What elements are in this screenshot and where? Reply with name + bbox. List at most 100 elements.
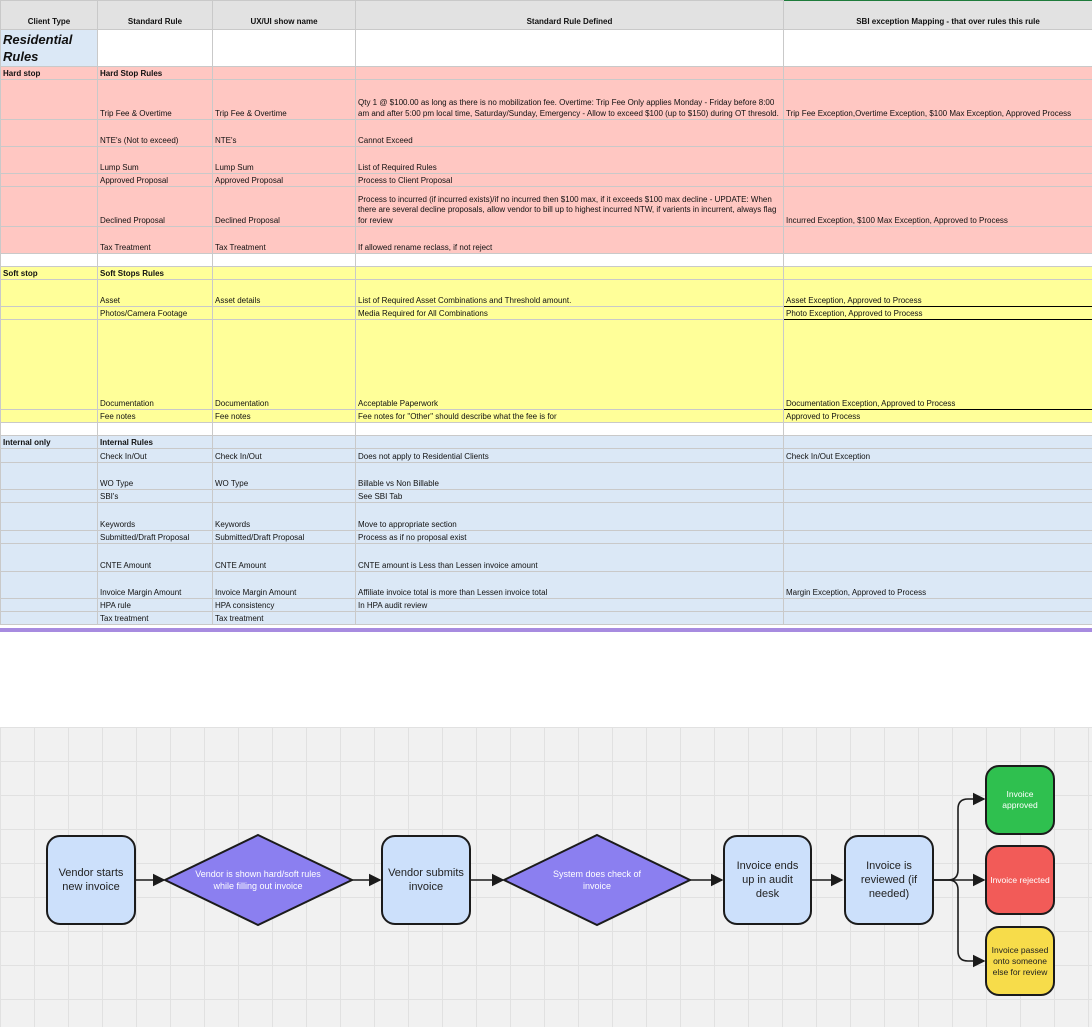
rule-cell[interactable]: Submitted/Draft Proposal	[97, 530, 213, 544]
defined-cell[interactable]: List of Required Rules	[355, 146, 784, 174]
sbi-cell[interactable]	[783, 119, 1092, 147]
spreadsheet[interactable]: Client Type Standard Rule UX/UI show nam…	[0, 0, 1092, 632]
ux-cell[interactable]: Approved Proposal	[212, 173, 356, 187]
defined-cell[interactable]	[355, 611, 784, 625]
rule-cell[interactable]: Invoice Margin Amount	[97, 571, 213, 599]
ux-cell[interactable]: Fee notes	[212, 409, 356, 423]
sbi-cell[interactable]	[783, 611, 1092, 625]
ux-cell[interactable]: HPA consistency	[212, 598, 356, 612]
defined-cell[interactable]: Fee notes for "Other" should describe wh…	[355, 409, 784, 423]
ux-cell[interactable]	[212, 489, 356, 503]
ux-cell[interactable]: Asset details	[212, 279, 356, 307]
ux-cell[interactable]: Declined Proposal	[212, 186, 356, 227]
section-label[interactable]: Soft stop	[0, 266, 98, 280]
step-rules-shown-label[interactable]: Vendor is shown hard/soft rules while fi…	[195, 869, 321, 891]
defined-cell[interactable]: In HPA audit review	[355, 598, 784, 612]
step-system-check-label[interactable]: System does check of invoice	[552, 869, 642, 891]
defined-cell[interactable]: Qty 1 @ $100.00 as long as there is no m…	[355, 79, 784, 120]
rule-cell[interactable]: Lump Sum	[97, 146, 213, 174]
defined-cell[interactable]: Does not apply to Residential Clients	[355, 448, 784, 463]
sbi-cell[interactable]: Trip Fee Exception,Overtime Exception, $…	[783, 79, 1092, 120]
ux-cell[interactable]	[212, 306, 356, 320]
column-header[interactable]: UX/UI show name	[212, 0, 356, 30]
defined-cell[interactable]: If allowed rename reclass, if not reject	[355, 226, 784, 254]
column-header[interactable]: Standard Rule Defined	[355, 0, 784, 30]
ux-cell[interactable]: Tax treatment	[212, 611, 356, 625]
defined-cell[interactable]: Affiliate invoice total is more than Les…	[355, 571, 784, 599]
sbi-cell[interactable]: Approved to Process	[783, 409, 1092, 423]
rule-cell[interactable]: Fee notes	[97, 409, 213, 423]
rule-cell[interactable]: Documentation	[97, 319, 213, 410]
sbi-cell[interactable]: Margin Exception, Approved to Process	[783, 571, 1092, 599]
sbi-cell[interactable]: Documentation Exception, Approved to Pro…	[783, 319, 1092, 410]
ux-cell[interactable]: NTE's	[212, 119, 356, 147]
defined-cell[interactable]: Media Required for All Combinations	[355, 306, 784, 320]
column-header[interactable]: Client Type	[0, 0, 98, 30]
ux-cell[interactable]: Check In/Out	[212, 448, 356, 463]
rule-cell[interactable]: Photos/Camera Footage	[97, 306, 213, 320]
column-header[interactable]: SBI exception Mapping - that over rules …	[783, 0, 1092, 30]
section-heading[interactable]: Hard Stop Rules	[97, 66, 213, 80]
rule-cell[interactable]: Trip Fee & Overtime	[97, 79, 213, 120]
rule-cell[interactable]: WO Type	[97, 462, 213, 490]
rule-cell[interactable]: CNTE Amount	[97, 543, 213, 572]
table-cell[interactable]	[783, 29, 1092, 67]
sbi-cell[interactable]	[783, 462, 1092, 490]
sbi-cell[interactable]	[783, 489, 1092, 503]
outcome-rejected[interactable]: Invoice rejected	[985, 845, 1055, 915]
ux-cell[interactable]: Lump Sum	[212, 146, 356, 174]
ux-cell[interactable]: WO Type	[212, 462, 356, 490]
rule-cell[interactable]: Asset	[97, 279, 213, 307]
ux-cell[interactable]: Keywords	[212, 502, 356, 531]
sbi-cell[interactable]	[783, 173, 1092, 187]
section-label[interactable]: Hard stop	[0, 66, 98, 80]
step-invoice-reviewed[interactable]: Invoice is reviewed (if needed)	[844, 835, 934, 925]
sbi-cell[interactable]: Asset Exception, Approved to Process	[783, 279, 1092, 307]
ux-cell[interactable]: Submitted/Draft Proposal	[212, 530, 356, 544]
table-cell[interactable]	[355, 29, 784, 67]
sbi-cell[interactable]: Incurred Exception, $100 Max Exception, …	[783, 186, 1092, 227]
column-header[interactable]: Standard Rule	[97, 0, 213, 30]
rule-cell[interactable]: Declined Proposal	[97, 186, 213, 227]
sbi-cell[interactable]	[783, 543, 1092, 572]
ux-cell[interactable]: CNTE Amount	[212, 543, 356, 572]
section-heading[interactable]: Soft Stops Rules	[97, 266, 213, 280]
sbi-cell[interactable]	[783, 146, 1092, 174]
rule-cell[interactable]: HPA rule	[97, 598, 213, 612]
sbi-cell[interactable]	[783, 530, 1092, 544]
ux-cell[interactable]: Tax Treatment	[212, 226, 356, 254]
defined-cell[interactable]: Process as if no proposal exist	[355, 530, 784, 544]
rule-cell[interactable]: Tax Treatment	[97, 226, 213, 254]
step-vendor-submits[interactable]: Vendor submits invoice	[381, 835, 471, 925]
defined-cell[interactable]: See SBI Tab	[355, 489, 784, 503]
rule-cell[interactable]: NTE's (Not to exceed)	[97, 119, 213, 147]
ux-cell[interactable]: Trip Fee & Overtime	[212, 79, 356, 120]
defined-cell[interactable]: Process to incurred (if incurred exists)…	[355, 186, 784, 227]
defined-cell[interactable]: Move to appropriate section	[355, 502, 784, 531]
invoice-flow-diagram[interactable]: Vendor starts new invoice Vendor is show…	[0, 727, 1092, 1027]
defined-cell[interactable]: List of Required Asset Combinations and …	[355, 279, 784, 307]
sbi-cell[interactable]: Photo Exception, Approved to Process	[783, 306, 1092, 320]
rule-cell[interactable]: SBI's	[97, 489, 213, 503]
defined-cell[interactable]: CNTE amount is Less than Lessen invoice …	[355, 543, 784, 572]
defined-cell[interactable]: Acceptable Paperwork	[355, 319, 784, 410]
section-heading[interactable]: Internal Rules	[97, 435, 213, 449]
outcome-approved[interactable]: Invoice approved	[985, 765, 1055, 835]
section-label[interactable]: Internal only	[0, 435, 98, 449]
sbi-cell[interactable]	[783, 502, 1092, 531]
rule-cell[interactable]: Keywords	[97, 502, 213, 531]
step-vendor-starts[interactable]: Vendor starts new invoice	[46, 835, 136, 925]
defined-cell[interactable]: Process to Client Proposal	[355, 173, 784, 187]
defined-cell[interactable]: Cannot Exceed	[355, 119, 784, 147]
defined-cell[interactable]: Billable vs Non Billable	[355, 462, 784, 490]
ux-cell[interactable]: Invoice Margin Amount	[212, 571, 356, 599]
sbi-cell[interactable]	[783, 598, 1092, 612]
table-cell[interactable]	[97, 29, 213, 67]
sbi-cell[interactable]	[783, 226, 1092, 254]
rule-cell[interactable]: Tax treatment	[97, 611, 213, 625]
rule-cell[interactable]: Check In/Out	[97, 448, 213, 463]
sbi-cell[interactable]: Check In/Out Exception	[783, 448, 1092, 463]
rule-cell[interactable]: Approved Proposal	[97, 173, 213, 187]
step-audit-desk[interactable]: Invoice ends up in audit desk	[723, 835, 812, 925]
ux-cell[interactable]: Documentation	[212, 319, 356, 410]
